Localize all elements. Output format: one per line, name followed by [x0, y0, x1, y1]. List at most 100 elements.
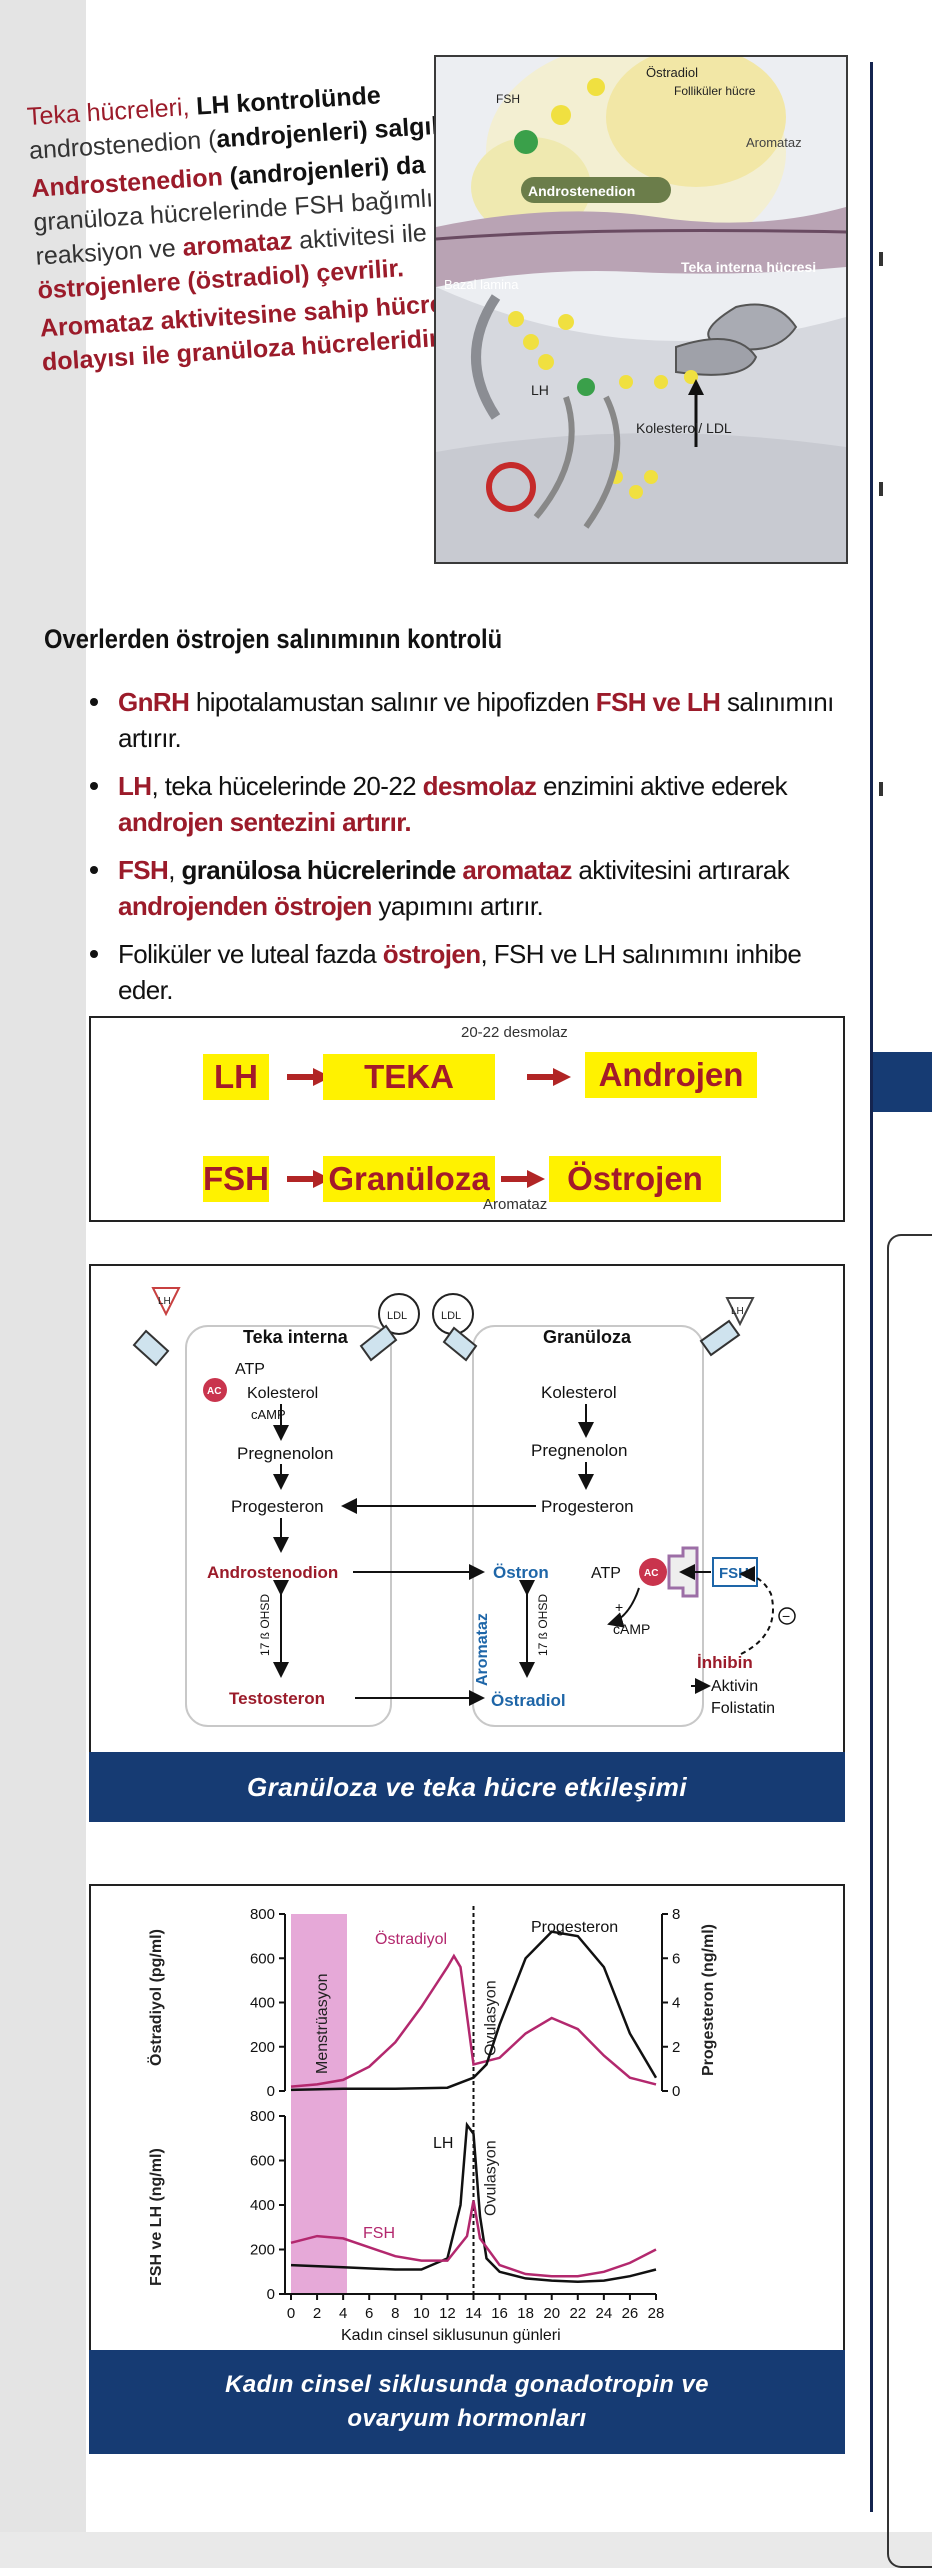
teka-hucreleri: Teka hücreleri, [26, 92, 198, 131]
aromataz-vertical: Aromataz [474, 1613, 491, 1686]
top-right-ylabel: Progesteron (ng/ml) [700, 1924, 717, 2076]
b2-text2: enzimini aktive ederek [536, 771, 788, 801]
bottom-tick-label: 0 [267, 2286, 275, 2303]
ostron-node: Östron [493, 1563, 549, 1582]
ac-left: AC [207, 1386, 221, 1397]
fig1-fsh: FSH [496, 92, 520, 106]
interaction-svg: LH LH LDL LDL AC Teka interna Granüloza … [132, 1287, 796, 1727]
atp-right: ATP [591, 1565, 621, 1582]
androstenodion-node: Androstenodion [207, 1563, 338, 1582]
camp-right: cAMP [613, 1621, 650, 1637]
ovulation-label-top: Ovulasyon [483, 1980, 500, 2056]
top-right-tick-label: 4 [672, 1995, 680, 2012]
x-tick-label: 6 [365, 2305, 373, 2322]
b3-androjenden: androjenden östrojen [118, 891, 372, 921]
x-axis-label: Kadın cinsel siklusunun günleri [341, 2327, 561, 2344]
x-tick-label: 26 [622, 2305, 639, 2322]
aromataz-word: aromataz [181, 227, 294, 262]
next-page-edge [870, 62, 932, 2568]
series-fsh [290, 2200, 657, 2278]
b1-fsh-lh: FSH ve LH [595, 687, 721, 717]
edge-mark [879, 482, 883, 496]
hsd-right: 17 ß OHSD [536, 1594, 550, 1656]
legend-ostradiyol: Östradiyol [375, 1930, 447, 1948]
edge-box [887, 1234, 932, 2568]
banner-cycle: Kadın cinsel siklusunda gonadotropin ve … [89, 2350, 845, 2454]
b1-text: hipotalamustan salınır ve hipofizden [189, 687, 596, 717]
androjenleri-2: (androjenleri) [221, 152, 390, 192]
top-left-tick-label: 600 [250, 1950, 275, 1967]
legend-lh: LH [433, 2135, 453, 2152]
top-right-tick-label: 0 [672, 2083, 680, 2100]
ostradiol-node: Östradiol [491, 1691, 566, 1710]
legend-progesteron: Progesteron [531, 1919, 618, 1936]
bullet-item-2: LH, teka hücelerinde 20-22 desmolaz enzi… [90, 768, 858, 840]
bottom-tick-label: 800 [250, 2108, 275, 2125]
fig1-aromataz: Aromataz [746, 135, 802, 150]
x-tick-label: 2 [313, 2305, 321, 2322]
series-progesteron [290, 1930, 658, 2092]
edge-mark [879, 782, 883, 796]
flow-lh: LH [203, 1054, 269, 1100]
banner-interaction: Granüloza ve teka hücre etkileşimi [89, 1752, 845, 1822]
menstruation-band [291, 1914, 347, 2294]
fig1-follikuler: Folliküler hücre [674, 84, 756, 98]
kolesterol-left: Kolesterol [247, 1385, 318, 1402]
flow-desmolaz: 20-22 desmolaz [461, 1024, 568, 1041]
cycle-chart-svg: Menstrüasyon Ovulasyon Ovulasyon 0200400… [146, 1906, 717, 2344]
androstenedion-text: androstenedion ( [28, 125, 218, 165]
section-title: Overlerden östrojen salınımının kontrolü [44, 624, 503, 654]
androstenedion-red: Androstenedion [30, 163, 224, 203]
bullet-list: GnRH hipotalamustan salınır ve hipofizde… [90, 684, 858, 1020]
b1-end: salınımını artırır. [118, 687, 834, 753]
ac-right: AC [644, 1568, 658, 1579]
hsd-left: 17 ß OHSD [258, 1594, 272, 1656]
flow-teka: TEKA [323, 1054, 495, 1100]
arrow-right-icon [287, 1068, 331, 1086]
pregnenolon-right: Pregnenolon [531, 1441, 627, 1460]
edge-banner [873, 1052, 932, 1112]
series-ostradiyol [290, 1953, 657, 2088]
fig1-teka-interna: Teka interna hücresi [681, 259, 816, 275]
inhibin-label: İnhibin [697, 1653, 753, 1672]
legend-fsh: FSH [363, 2225, 395, 2242]
b3-comma: , [168, 855, 182, 885]
flow-ostrojen: Östrojen [549, 1156, 721, 1202]
x-tick-label: 20 [543, 2305, 560, 2322]
left-margin [0, 0, 86, 2532]
b2-text: , teka hücelerinde 20-22 [151, 771, 423, 801]
top-left-tick-label: 200 [250, 2039, 275, 2056]
x-tick-label: 12 [439, 2305, 456, 2322]
aktivin-label: Aktivin [711, 1678, 758, 1695]
follicle-svg: Östradiol Folliküler hücre FSH Aromataz … [436, 57, 846, 562]
top-right-tick-label: 6 [672, 1950, 680, 1967]
arrow-right-icon [287, 1170, 331, 1188]
flow-aromataz: Aromataz [483, 1196, 548, 1213]
lh-triangle-right: LH [731, 1306, 744, 1317]
camp-left: cAMP [251, 1407, 286, 1422]
aktivitesi-ile: aktivitesi ile [291, 218, 428, 255]
x-tick-label: 16 [491, 2305, 508, 2322]
bottom-tick-label: 400 [250, 2197, 275, 2214]
testosteron-node: Testosteron [229, 1689, 325, 1708]
top-left-tick-label: 800 [250, 1906, 275, 1923]
b2-androjen: androjen sentezini artırır. [118, 807, 412, 837]
fig1-androstenedion: Androstenedion [528, 183, 635, 199]
top-right-tick-label: 8 [672, 1906, 680, 1923]
x-tick-label: 22 [569, 2305, 586, 2322]
teka-interna-title: Teka interna [243, 1327, 349, 1347]
banner-cycle-line2: ovaryum hormonları [347, 2405, 587, 2432]
x-tick-label: 4 [339, 2305, 347, 2322]
progesteron-right: Progesteron [541, 1497, 634, 1516]
fig1-bazal: Bazal lamina [444, 277, 519, 292]
x-tick-label: 24 [596, 2305, 613, 2322]
b3-granulosa: granülosa hücrelerinde [181, 855, 456, 885]
flow-fsh: FSH [203, 1156, 269, 1202]
granuloza-title: Granüloza [543, 1327, 632, 1347]
flow-granuloza: Granüloza [323, 1156, 495, 1202]
lh-kontrolunde: LH kontrolünde [195, 81, 382, 121]
edge-mark [879, 252, 883, 266]
top-left-ylabel: Östradiyol (pg/ml) [146, 1929, 165, 2066]
